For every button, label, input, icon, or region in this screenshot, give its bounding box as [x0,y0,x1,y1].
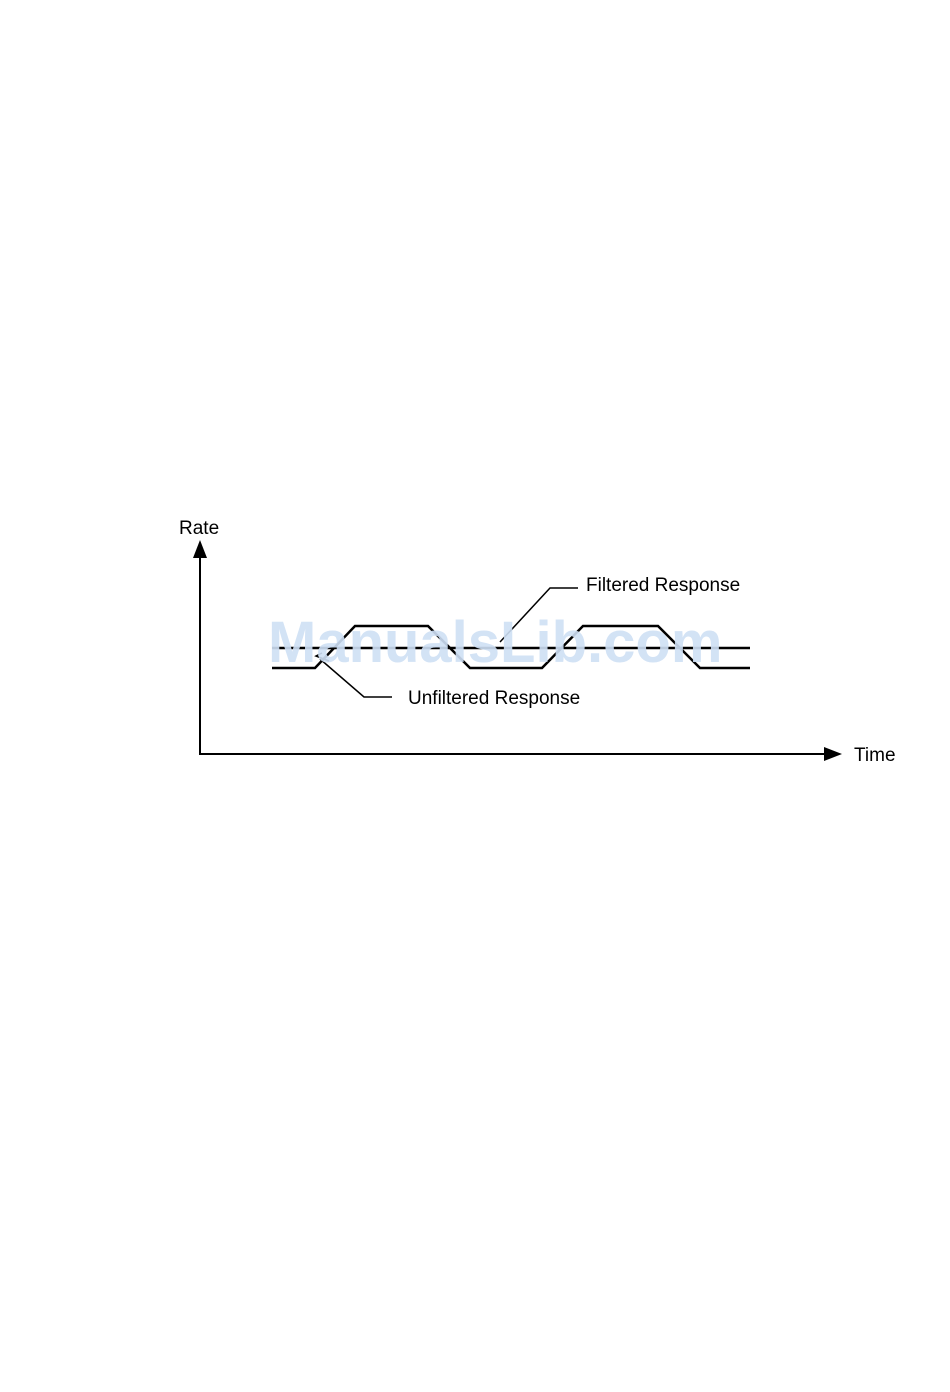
watermark-text: ManualsLib.com [268,610,722,675]
y-axis-arrow-icon [193,540,207,558]
filtered-response-label: Filtered Response [586,575,740,596]
x-axis-arrow-icon [824,747,842,761]
unfiltered-response-label: Unfiltered Response [408,688,580,709]
x-axis-label: Time [854,745,896,766]
y-axis-label: Rate [179,518,219,539]
